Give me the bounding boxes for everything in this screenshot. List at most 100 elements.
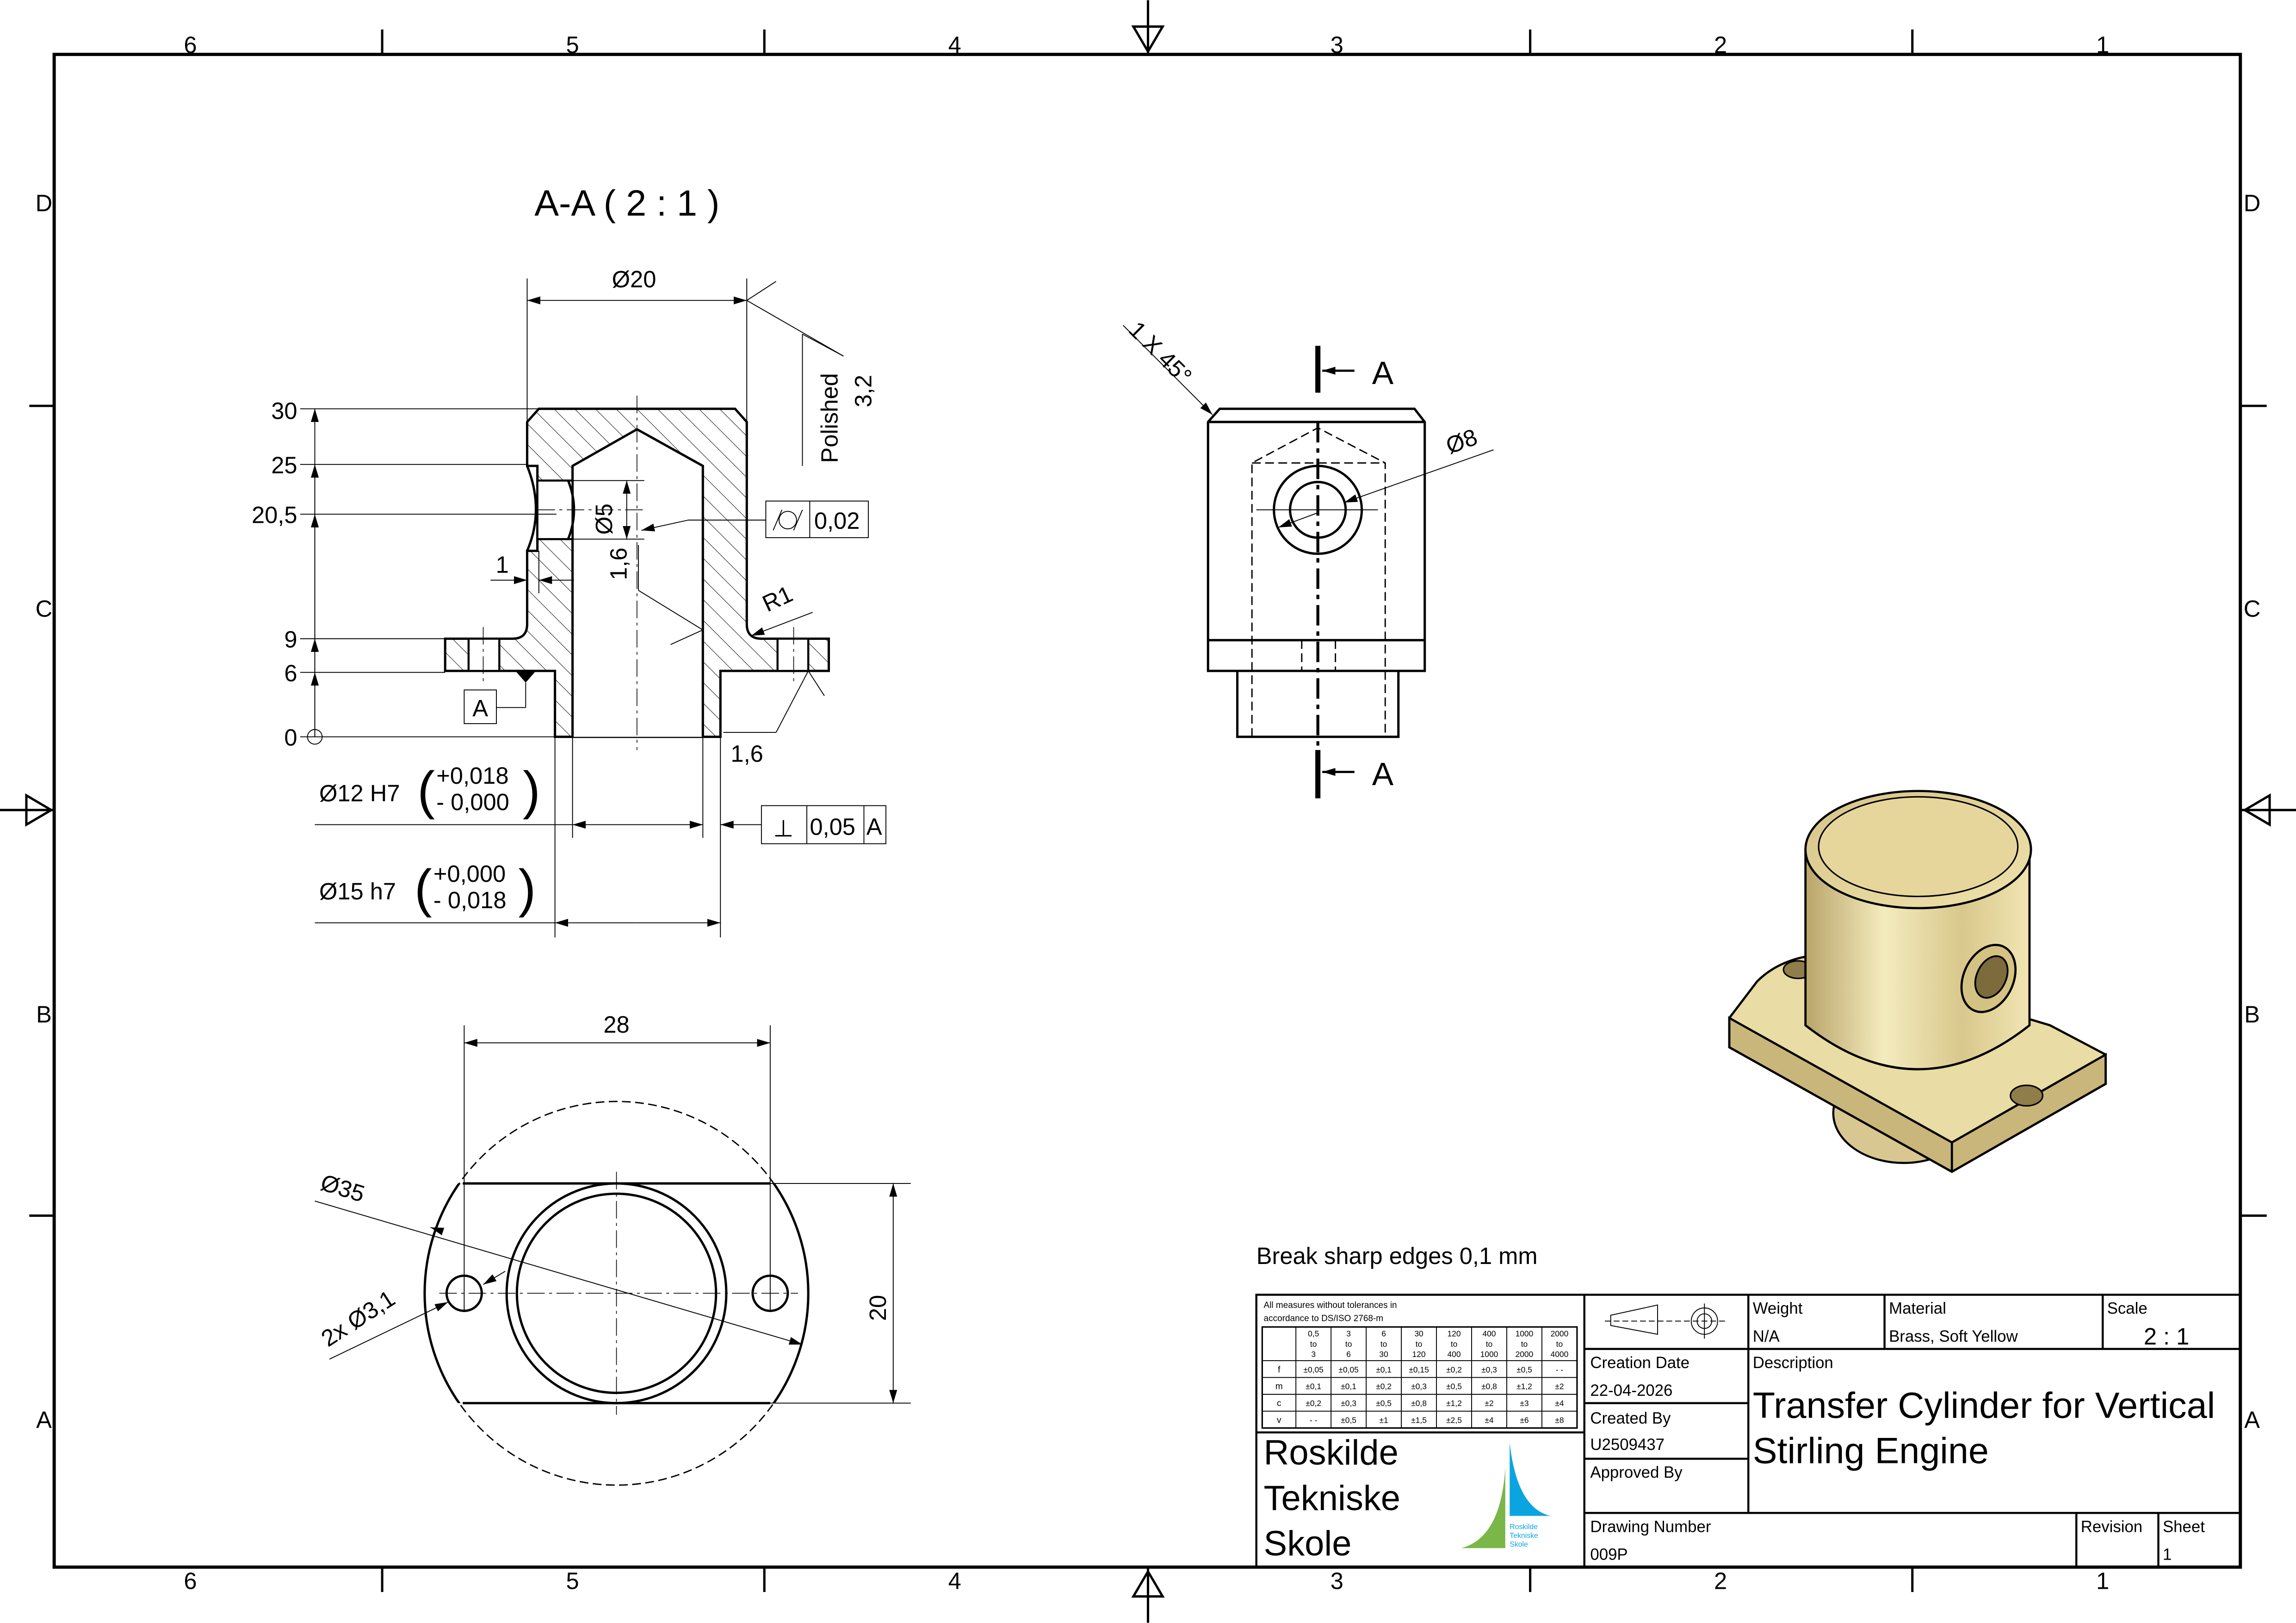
cylindricity-value: 0,02 — [814, 508, 860, 534]
outer-diameter: Ø35 — [318, 1169, 368, 1207]
side-view[interactable]: A A 1 X 45° Ø8 — [1123, 316, 1494, 799]
tolerance-range-header: to — [1345, 1339, 1352, 1349]
cylindricity-frame[interactable]: 0,02 — [765, 501, 869, 539]
zone-number: 2 — [1714, 1568, 1727, 1594]
section-marker-top: A — [1315, 346, 1394, 393]
surface-finish-note: Polished — [816, 373, 842, 463]
break-edges-note: Break sharp edges 0,1 mm — [1256, 1243, 1538, 1269]
tolerance-cell: ±8 — [1555, 1415, 1564, 1425]
zone-number: 1 — [2096, 1568, 2109, 1594]
height-label: 25 — [271, 452, 297, 478]
scale-value: 2 : 1 — [2144, 1323, 2190, 1350]
tolerance-range-header: 4000 — [1551, 1350, 1569, 1359]
fillet-radius: R1 — [758, 580, 797, 617]
tolerance-range-header: 120 — [1448, 1329, 1461, 1338]
school-name: Skole — [1264, 1524, 1352, 1563]
tolerance-caption: All measures without tolerances in — [1264, 1301, 1397, 1310]
tolerance-cell: ±0,1 — [1341, 1382, 1356, 1391]
tolerance-range-header: 30 — [1414, 1329, 1423, 1338]
height-label: 9 — [284, 626, 297, 653]
tolerance-range-header: 1000 — [1516, 1329, 1534, 1338]
perpendicularity-value: 0,05 — [810, 814, 855, 840]
tolerance-range-header: to — [1521, 1339, 1528, 1349]
tolerance-cell: ±0,3 — [1411, 1382, 1427, 1391]
isometric-render — [1728, 790, 2107, 1173]
tolerance-range-header: 0,5 — [1308, 1329, 1319, 1338]
zone-number: 4 — [948, 1568, 961, 1594]
projection-symbol-icon — [1605, 1303, 1725, 1339]
tolerance-class: c — [1277, 1399, 1281, 1408]
tolerance-caption: accordance to DS/ISO 2768-m — [1264, 1313, 1384, 1323]
tolerance-cell: ±1 — [1379, 1415, 1388, 1425]
svg-text:Skole: Skole — [1510, 1541, 1528, 1549]
bore-roughness: 1,6 — [606, 548, 632, 580]
zone-number: 2 — [1714, 31, 1727, 58]
tolerance-cell: ±1,2 — [1516, 1382, 1532, 1391]
tolerance-cell: ±3 — [1520, 1399, 1529, 1408]
zone-labels: 6 5 4 3 2 1 6 5 4 3 2 1 D C B A D C B A — [36, 31, 2261, 1594]
tolerance-class: m — [1275, 1382, 1283, 1392]
svg-text:Roskilde: Roskilde — [1510, 1523, 1538, 1531]
tolerance-range-header: 400 — [1448, 1350, 1461, 1359]
created-by-value: U2509437 — [1590, 1436, 1665, 1454]
zone-letter: D — [2244, 190, 2261, 216]
datum-a-label: A — [472, 695, 488, 721]
tolerance-cell: ±6 — [1520, 1415, 1529, 1425]
tolerance-cell: ±0,8 — [1481, 1382, 1497, 1391]
tolerance-table: All measures without tolerances in accor… — [1261, 1301, 1578, 1429]
tolerance-class: v — [1277, 1415, 1281, 1425]
side-hole-diameter: Ø8 — [1442, 423, 1481, 459]
zone-letter: A — [36, 1407, 52, 1433]
tolerance-range-header: to — [1416, 1339, 1423, 1349]
weight-value: N/A — [1753, 1327, 1780, 1345]
scale-label: Scale — [2107, 1300, 2147, 1318]
height-label: 6 — [284, 660, 297, 686]
perpendicularity-datum: A — [866, 814, 882, 840]
school-name: Roskilde — [1264, 1433, 1399, 1473]
hole-spacing: 28 — [603, 1011, 629, 1038]
svg-text:Tekniske: Tekniske — [1510, 1532, 1538, 1540]
tolerance-range-header: 2000 — [1551, 1329, 1569, 1338]
perpendicularity-frame[interactable]: ⊥ 0,05 A — [761, 805, 886, 844]
shaft-paren-open: ( — [415, 860, 432, 918]
tolerance-cell: ±2,5 — [1446, 1415, 1462, 1425]
description-label: Description — [1753, 1354, 1833, 1372]
material-value: Brass, Soft Yellow — [1889, 1327, 2018, 1345]
tolerance-cell: ±0,3 — [1481, 1365, 1497, 1374]
shaft-paren-close: ) — [518, 860, 536, 918]
weight-label: Weight — [1753, 1300, 1803, 1318]
holes-note: 2x Ø3,1 — [316, 1285, 400, 1351]
zone-letter: B — [2244, 1001, 2260, 1028]
cross-hole-diameter: Ø5 — [591, 503, 617, 535]
cylindricity-icon — [778, 511, 797, 530]
tolerance-cell: ±0,1 — [1306, 1382, 1321, 1391]
bore-fit: Ø12 H7 — [319, 780, 400, 806]
bottom-view[interactable]: 28 20 Ø35 2x Ø3,1 — [315, 1011, 911, 1486]
zone-letter: C — [2244, 595, 2261, 622]
tolerance-range-header: 1000 — [1480, 1350, 1498, 1359]
datum-triangle-icon — [515, 671, 536, 683]
tolerance-cell: ±0,1 — [1376, 1365, 1392, 1374]
creation-date-label: Creation Date — [1590, 1354, 1690, 1372]
created-by-label: Created By — [1590, 1409, 1671, 1427]
section-view-a-a[interactable]: A-A ( 2 : 1 ) 30 25 20,5 9 6 — [252, 182, 886, 938]
revision-label: Revision — [2081, 1518, 2142, 1536]
tolerance-cell: ±0,05 — [1303, 1365, 1323, 1374]
chamfer-note: 1 X 45° — [1124, 316, 1197, 389]
creation-date-value: 22-04-2026 — [1590, 1381, 1672, 1400]
height-label: 0 — [284, 725, 297, 751]
section-view-title: A-A ( 2 : 1 ) — [534, 182, 719, 223]
shaft-fit: Ø15 h7 — [319, 878, 396, 904]
bore-tol-lower: - 0,000 — [436, 789, 509, 815]
drawing-number-value: 009P — [1590, 1545, 1628, 1563]
section-marker-label: A — [1372, 756, 1394, 792]
tolerance-cell: ±0,2 — [1306, 1399, 1321, 1408]
bore-paren-open: ( — [417, 762, 435, 820]
zone-number: 3 — [1331, 1568, 1343, 1594]
bore-tol-upper: +0,018 — [436, 762, 508, 789]
material-label: Material — [1889, 1300, 1946, 1318]
section-marker-label: A — [1372, 355, 1394, 391]
height-label: 20,5 — [252, 502, 297, 528]
section-flange-hole — [467, 638, 501, 672]
